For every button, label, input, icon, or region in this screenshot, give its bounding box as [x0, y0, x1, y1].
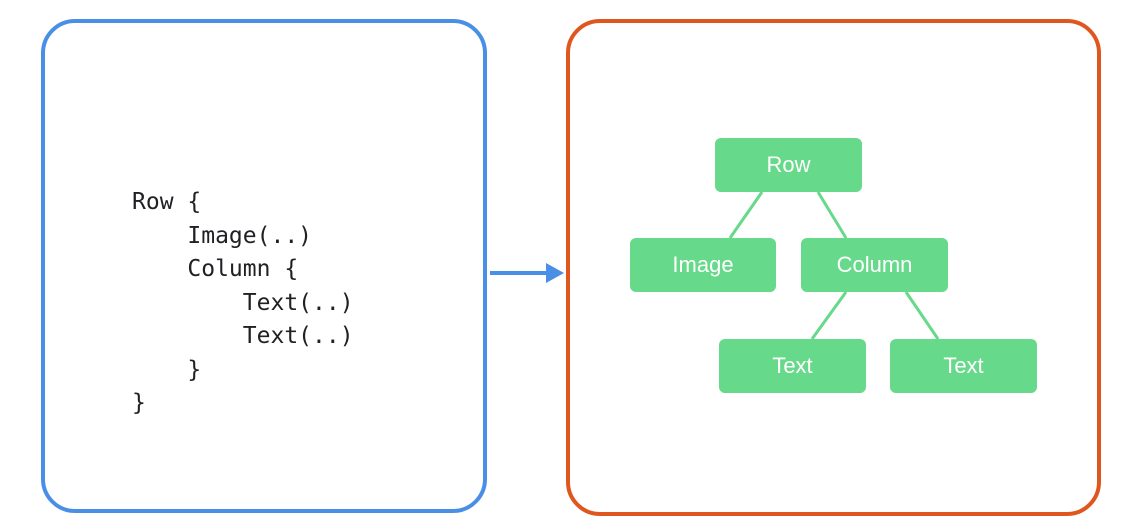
code-line: Column { — [132, 256, 299, 282]
code-line: Text(..) — [132, 323, 354, 349]
tree-node-text-2: Text — [890, 339, 1037, 393]
arrow-head — [546, 263, 564, 283]
code-line: Row { — [132, 189, 202, 215]
tree-node-text-1: Text — [719, 339, 866, 393]
code-block: Row { Image(..) Column { Text(..) Text(.… — [132, 186, 354, 421]
arrow-right-icon — [490, 263, 564, 283]
code-line: Image(..) — [132, 222, 313, 249]
tree-node-image: Image — [630, 238, 776, 292]
tree-node-column: Column — [801, 238, 948, 292]
tree-node-row: Row — [715, 138, 862, 192]
code-line: Text(..) — [132, 289, 354, 316]
code-panel: Row { Image(..) Column { Text(..) Text(.… — [41, 19, 487, 513]
code-line: } — [132, 390, 146, 416]
code-line: } — [132, 356, 202, 383]
